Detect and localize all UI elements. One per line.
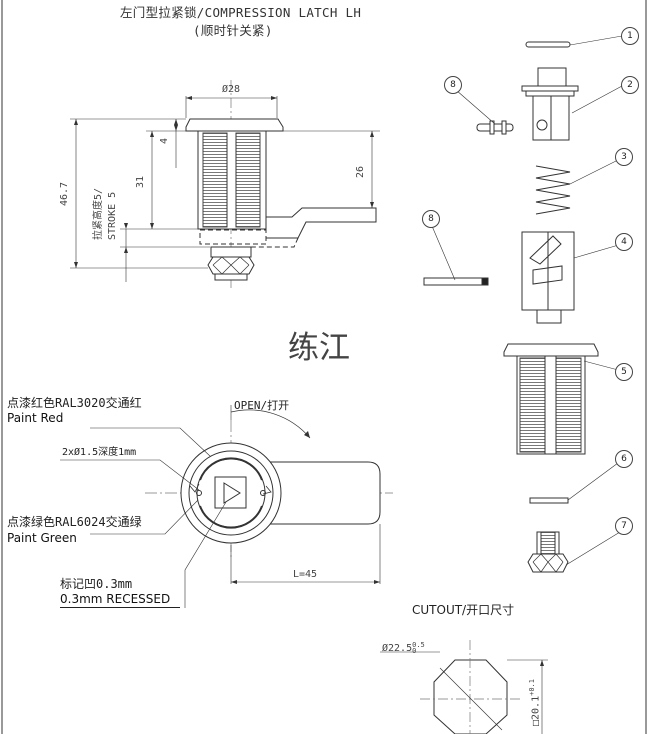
holes-depth-label: 2xØ1.5深度1mm xyxy=(62,447,137,458)
balloon-part-1: 7 xyxy=(615,517,633,535)
part-2-washer xyxy=(529,459,623,504)
drawing-subtitle: (顺时针关紧) xyxy=(193,23,273,38)
paint-red-cn-label: 点漆红色RAL3020交通红 xyxy=(7,396,142,410)
dim-stroke-5: 拉紧高度5/ STROKE 5 xyxy=(93,187,118,240)
front-view xyxy=(60,405,393,608)
dim-26: 26 xyxy=(355,165,366,178)
cutout-dim-diameter-value: Ø22.5 xyxy=(382,643,413,654)
exploded-view xyxy=(423,35,623,573)
cutout-dim-diameter-tol-lower: 0 xyxy=(412,647,417,655)
dim-length-45: L=45 xyxy=(293,569,318,580)
side-view xyxy=(70,80,380,290)
part-5-spring xyxy=(535,157,623,215)
drawing-title: 左门型拉紧锁/COMPRESSION LATCH LH xyxy=(120,5,362,20)
dim-diameter-28: Ø28 xyxy=(222,84,241,95)
balloon-part-4: 4 xyxy=(615,233,633,251)
cutout-title: CUTOUT/开口尺寸 xyxy=(412,603,515,617)
part-3-housing xyxy=(503,343,623,455)
part-8-long-pin xyxy=(423,225,489,286)
cutout-dim-square-value: □20.1 xyxy=(530,695,542,726)
dim-31: 31 xyxy=(135,175,146,188)
balloon-part-2: 6 xyxy=(615,450,633,468)
balloon-part-5: 3 xyxy=(615,148,633,166)
balloon-part-8-lower: 8 xyxy=(422,210,440,228)
recess-mark-cn-label: 标记凹0.3mm xyxy=(60,577,133,591)
part-7-pin xyxy=(525,41,571,48)
paint-green-en-label: Paint Green xyxy=(7,531,77,545)
part-4-cam xyxy=(521,231,623,324)
open-direction-label: OPEN/打开 xyxy=(234,399,290,412)
paint-red-en-label: Paint Red xyxy=(7,411,64,425)
balloon-part-7: 1 xyxy=(621,27,639,45)
part-6-spindle xyxy=(521,67,623,141)
recess-mark-en-label: 0.3mm RECESSED xyxy=(60,593,180,608)
balloon-part-8-upper: 8 xyxy=(444,76,462,94)
cutout-view xyxy=(380,640,548,734)
balloon-part-6: 2 xyxy=(621,76,639,94)
part-1-nut xyxy=(527,531,621,573)
dim-height-46-7: 46.7 xyxy=(59,181,70,206)
watermark-text: 练江 xyxy=(288,330,350,366)
cutout-dim-diameter-tol-upper: 0.5 xyxy=(412,641,425,649)
part-8-small-pin xyxy=(455,89,514,135)
cutout-dim-square-tol: +0.1 xyxy=(528,679,536,696)
balloon-part-3: 5 xyxy=(615,363,633,381)
paint-green-cn-label: 点漆绿色RAL6024交通绿 xyxy=(7,515,142,529)
dim-4: 4 xyxy=(159,137,170,144)
cutout-dim-square: □20.1+0.1 xyxy=(526,679,542,726)
